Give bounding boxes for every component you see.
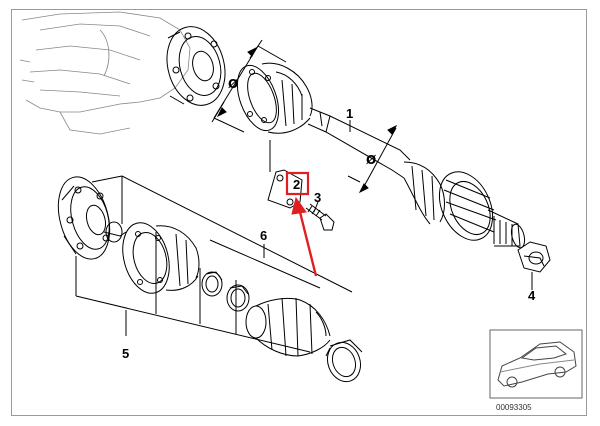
hub-flange bbox=[57, 176, 127, 260]
diagram-reference-code: 00093305 bbox=[496, 403, 532, 412]
bolt bbox=[305, 203, 335, 231]
highlight-callout bbox=[285, 171, 318, 277]
part-number-4: 4 bbox=[528, 288, 536, 303]
kit-cv-joint bbox=[122, 222, 200, 294]
diameter-dimension-top bbox=[211, 39, 287, 133]
part-number-5: 5 bbox=[122, 346, 129, 361]
clamp-ring-mid bbox=[226, 284, 250, 312]
cv-boot bbox=[245, 297, 331, 357]
clamp-ring-small bbox=[201, 271, 223, 297]
diameter-label-top: Ø bbox=[228, 77, 238, 91]
mounting-plate bbox=[267, 140, 303, 209]
clamp-ring-large bbox=[325, 339, 363, 383]
part-number-1: 1 bbox=[346, 106, 353, 121]
diameter-label-shaft: Ø bbox=[366, 153, 376, 167]
vehicle-thumbnail bbox=[489, 329, 583, 399]
outer-cv-joint bbox=[403, 161, 526, 249]
differential-housing bbox=[19, 11, 191, 135]
part-number-2: 2 bbox=[293, 177, 300, 192]
output-flange bbox=[166, 26, 226, 106]
exploded-kit-outline bbox=[75, 175, 353, 353]
diameter-dimension-shaft bbox=[347, 124, 398, 194]
inner-cv-joint bbox=[236, 62, 313, 134]
part-number-3: 3 bbox=[314, 190, 321, 205]
leader-lines bbox=[263, 120, 533, 290]
hex-nut bbox=[517, 241, 551, 273]
drive-shaft bbox=[307, 107, 411, 179]
part-number-6: 6 bbox=[260, 228, 267, 243]
